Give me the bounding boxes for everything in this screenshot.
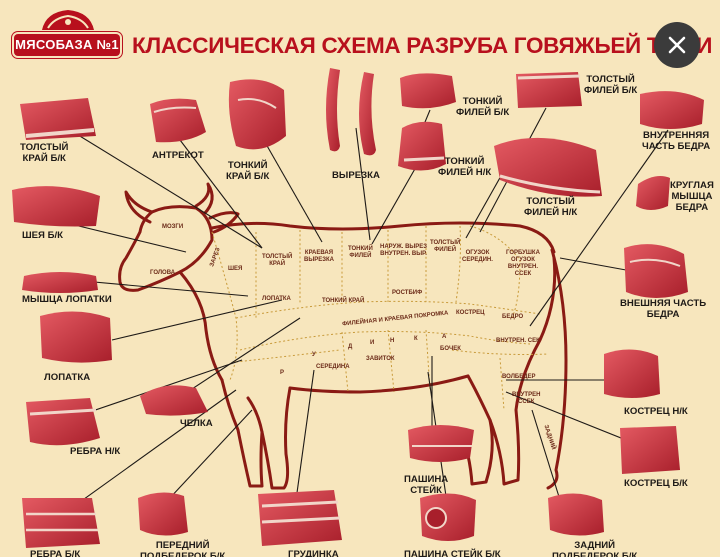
label-pashina-steik: ПАШИНА СТЕЙК xyxy=(404,474,449,496)
cut-photo-vnutr-chast-bedra xyxy=(640,91,704,129)
label-zadny-podbederok: ЗАДНИЙ ПОДБЕДЕРОК Б/К xyxy=(552,540,638,557)
brand-logo: МЯСОБАЗА №1 xyxy=(14,6,120,58)
cut-photo-grudinka xyxy=(258,490,342,546)
cut-photo-kruglaya-myshtsa xyxy=(636,176,670,210)
label-tonky-kray-bk: ТОНКИЙ КРАЙ Б/К xyxy=(226,160,270,182)
cut-photo-tolsty-file-nk xyxy=(494,137,602,197)
label-tolsty-file-nk: ТОЛСТЫЙ ФИЛЕЙ Н/К xyxy=(524,196,578,218)
label-vnutr-chast-bedra: ВНУТРЕННЯЯ ЧАСТЬ БЕДРА xyxy=(642,130,711,152)
label-antrekot: АНТРЕКОТ xyxy=(152,150,204,161)
cut-photo-kostrets-bk xyxy=(620,426,680,474)
cow-label-u: У xyxy=(312,352,316,358)
cut-photo-vyrezka xyxy=(326,68,376,156)
cow-label-rostbif: РОСТБИФ xyxy=(392,290,423,296)
cut-photo-rebra-bk xyxy=(22,498,100,548)
label-tonky-file-nk: ТОНКИЙ ФИЛЕЙ Н/К xyxy=(438,156,492,178)
cow-label-kostrets: КОСТРЕЦ xyxy=(456,310,485,316)
label-vnesh-chast-bedra: ВНЕШНЯЯ ЧАСТЬ БЕДРА xyxy=(620,298,707,320)
cow-label-d: Д xyxy=(348,344,353,350)
cow-label-lopatka: ЛОПАТКА xyxy=(262,296,291,302)
cow-label-golova: ГОЛОВА xyxy=(150,270,176,276)
cut-photo-myshtsa-lopatki xyxy=(22,272,98,293)
label-tolsty-file-bk: ТОЛСТЫЙ ФИЛЕЙ Б/К xyxy=(584,74,638,96)
label-sheya-bk: ШЕЯ Б/К xyxy=(22,230,64,241)
label-chelka: ЧЕЛКА xyxy=(180,418,213,429)
cow-label-n: Н xyxy=(390,338,395,344)
cow-label-bochek: БОЧЕК xyxy=(440,346,461,352)
cut-photo-sheya-bk xyxy=(12,186,100,227)
cow-label-tolsty-file: ТОЛСТЫЙ ФИЛЕЙ xyxy=(430,240,461,253)
cut-photo-peredny-podbederok xyxy=(138,492,188,536)
cut-photo-zadny-podbederok xyxy=(548,493,604,536)
cow-label-mozgi: МОЗГИ xyxy=(162,224,184,230)
cow-label-vnutren-ssek: ВНУТРЕН. СЕК xyxy=(496,338,540,344)
cut-photo-tolsty-file-bk xyxy=(516,72,582,108)
cow-label-k: К xyxy=(414,336,418,342)
cut-photo-vnesh-chast-bedra xyxy=(624,244,688,298)
cow-label-ogusok-seredin: ОГУЗОК СЕРЕДИН. xyxy=(462,250,493,263)
cow-label-gorbushka: ГОРБУШКА ОГУЗОК ВНУТРЕН. ССЕК xyxy=(506,250,540,277)
label-kruglaya-myshtsa: КРУГЛАЯ МЫШЦА БЕДРА xyxy=(670,180,714,213)
label-pashina-steik-bk: ПАШИНА СТЕЙК Б/К xyxy=(404,549,501,557)
close-icon xyxy=(668,36,686,54)
label-vyrezka: ВЫРЕЗКА xyxy=(332,170,380,181)
close-button[interactable] xyxy=(654,22,700,68)
label-kostrets-nk: КОСТРЕЦ Н/К xyxy=(624,406,688,417)
label-peredny-podbederok: ПЕРЕДНИЙ ПОДБЕДЕРОК Б/К xyxy=(140,540,226,557)
cow-label-vnutren-ssek2: ВНУТРЕН ССЕК xyxy=(512,392,541,405)
cut-photo-antrekot xyxy=(150,98,206,143)
cow-label-r: Р xyxy=(280,370,285,376)
cow-label-tonky-kray: ТОНКИЙ КРАЙ xyxy=(322,298,365,304)
label-grudinka: ГРУДИНКА xyxy=(288,549,339,557)
cut-photo-tolsty-kray-bk xyxy=(20,98,96,140)
cut-photo-tonky-file-nk xyxy=(398,121,446,171)
cow-label-naruzh-vyrezka: НАРУЖ. ВЫРЕЗ ВНУТРЕН. ВЫР. xyxy=(380,244,428,257)
label-myshtsa-lopatki: МЫШЦА ЛОПАТКИ xyxy=(22,294,112,305)
page-title: КЛАССИЧЕСКАЯ СХЕМА РАЗРУБА ГОВЯЖЬЕЙ ТУШИ xyxy=(132,33,713,58)
cow-label-sheya: ШЕЯ xyxy=(228,266,243,272)
cow-label-a: А xyxy=(442,334,447,340)
cow-label-seredina: СЕРЕДИНА xyxy=(316,364,350,370)
label-tolsty-kray-bk: ТОЛСТЫЙ КРАЙ Б/К xyxy=(20,142,69,164)
cut-photo-pashina-steik-bk xyxy=(420,493,476,541)
logo-text: МЯСОБАЗА №1 xyxy=(15,37,119,52)
label-rebra-bk: РЕБРА Б/К xyxy=(30,549,81,557)
cut-photo-pashina-steik xyxy=(408,425,474,462)
cut-photo-tonky-file-bk xyxy=(400,73,456,109)
cow-label-tolsty-kray: ТОЛСТЫЙ КРАЙ xyxy=(262,254,293,267)
label-tonky-file-bk: ТОНКИЙ ФИЛЕЙ Б/К xyxy=(456,96,510,118)
cut-photo-chelka xyxy=(140,385,208,416)
cow-label-zavitok: ЗАВИТОК xyxy=(366,356,395,362)
cow-label-i: И xyxy=(370,340,375,346)
meat-logo-icon xyxy=(42,10,94,30)
cut-photo-lopatka xyxy=(40,311,112,363)
cut-photo-kostrets-nk xyxy=(604,349,660,398)
cow-label-bedro: БЕДРО xyxy=(502,314,524,320)
cut-photo-rebra-nk xyxy=(26,398,100,446)
cow-label-voldeder: ВОЛБЕДЕР xyxy=(502,374,536,380)
cow-label-kraevaya-vyrezka: КРАЕВАЯ ВЫРЕЗКА xyxy=(304,250,334,263)
label-kostrets-bk: КОСТРЕЦ Б/К xyxy=(624,478,688,489)
label-rebra-nk: РЕБРА Н/К xyxy=(70,446,121,457)
cow-label-tonky-file: ТОНКИЙ ФИЛЕЙ xyxy=(348,246,373,259)
cut-photo-tonky-kray-bk xyxy=(228,79,286,150)
label-lopatka: ЛОПАТКА xyxy=(44,372,91,383)
